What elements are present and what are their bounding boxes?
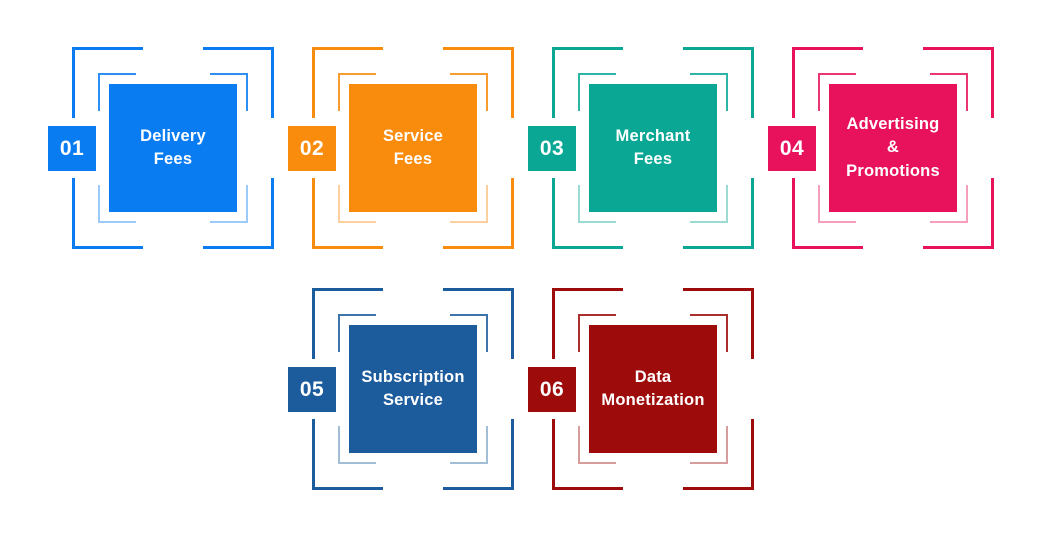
inner-bracket-bottom-left-icon [818,185,856,223]
inner-bracket-bottom-left-icon [98,185,136,223]
item-number-badge: 04 [768,126,816,171]
outer-bracket-bottom-right-icon [683,419,754,490]
inner-bracket-top-right-icon [210,73,248,111]
item-number: 03 [539,136,565,160]
outer-bracket-top-left-icon [552,47,623,118]
item-delivery-fees: 01 Delivery Fees [48,47,274,249]
item-label: Delivery Fees [140,126,206,168]
item-advertising-promotions: 04 Advertising & Promotions [768,47,994,249]
inner-bracket-bottom-left-icon [578,426,616,464]
inner-bracket-bottom-right-icon [210,185,248,223]
inner-bracket-top-right-icon [450,314,488,352]
item-data-monetization: 06 Data Monetization [528,288,754,490]
inner-bracket-bottom-left-icon [338,185,376,223]
item-card: Data Monetization [589,325,717,453]
item-card: Service Fees [349,84,477,212]
item-merchant-fees: 03 Merchant Fees [528,47,754,249]
outer-bracket-bottom-left-icon [792,178,863,249]
inner-bracket-bottom-left-icon [338,426,376,464]
item-card: Merchant Fees [589,84,717,212]
inner-bracket-top-left-icon [818,73,856,111]
inner-bracket-top-right-icon [690,314,728,352]
item-service-fees: 02 Service Fees [288,47,514,249]
item-label: Data Monetization [601,367,705,409]
inner-bracket-top-right-icon [450,73,488,111]
item-label: Service Fees [382,126,444,168]
outer-bracket-bottom-left-icon [552,178,623,249]
outer-bracket-top-left-icon [72,47,143,118]
item-number: 04 [779,136,805,160]
inner-bracket-bottom-right-icon [450,426,488,464]
outer-bracket-top-left-icon [312,288,383,359]
inner-bracket-top-left-icon [338,314,376,352]
outer-bracket-bottom-right-icon [443,419,514,490]
outer-bracket-bottom-left-icon [312,419,383,490]
inner-bracket-top-right-icon [930,73,968,111]
item-number: 05 [299,377,325,401]
outer-bracket-bottom-right-icon [443,178,514,249]
outer-bracket-bottom-left-icon [72,178,143,249]
inner-bracket-bottom-right-icon [690,426,728,464]
inner-bracket-top-left-icon [578,73,616,111]
outer-bracket-top-right-icon [443,47,514,118]
inner-bracket-bottom-right-icon [450,185,488,223]
item-number: 06 [539,377,565,401]
outer-bracket-top-right-icon [203,47,274,118]
item-subscription-service: 05 Subscription Service [288,288,514,490]
outer-bracket-top-left-icon [312,47,383,118]
inner-bracket-bottom-right-icon [930,185,968,223]
outer-bracket-bottom-right-icon [203,178,274,249]
item-card: Subscription Service [349,325,477,453]
inner-bracket-top-right-icon [690,73,728,111]
item-number-badge: 02 [288,126,336,171]
inner-bracket-bottom-left-icon [578,185,616,223]
inner-bracket-top-left-icon [578,314,616,352]
item-label: Subscription Service [361,367,465,409]
outer-bracket-top-right-icon [923,47,994,118]
item-card: Advertising & Promotions [829,84,957,212]
item-card: Delivery Fees [109,84,237,212]
outer-bracket-top-left-icon [792,47,863,118]
outer-bracket-bottom-left-icon [312,178,383,249]
item-number-badge: 06 [528,367,576,412]
item-number: 01 [59,136,85,160]
item-label: Advertising & Promotions [846,115,940,180]
outer-bracket-bottom-left-icon [552,419,623,490]
outer-bracket-bottom-right-icon [923,178,994,249]
item-number: 02 [299,136,325,160]
inner-bracket-bottom-right-icon [690,185,728,223]
inner-bracket-top-left-icon [338,73,376,111]
outer-bracket-bottom-right-icon [683,178,754,249]
item-number-badge: 05 [288,367,336,412]
outer-bracket-top-right-icon [683,288,754,359]
item-label: Merchant Fees [615,126,691,168]
outer-bracket-top-right-icon [443,288,514,359]
inner-bracket-top-left-icon [98,73,136,111]
item-number-badge: 01 [48,126,96,171]
outer-bracket-top-left-icon [552,288,623,359]
item-number-badge: 03 [528,126,576,171]
outer-bracket-top-right-icon [683,47,754,118]
